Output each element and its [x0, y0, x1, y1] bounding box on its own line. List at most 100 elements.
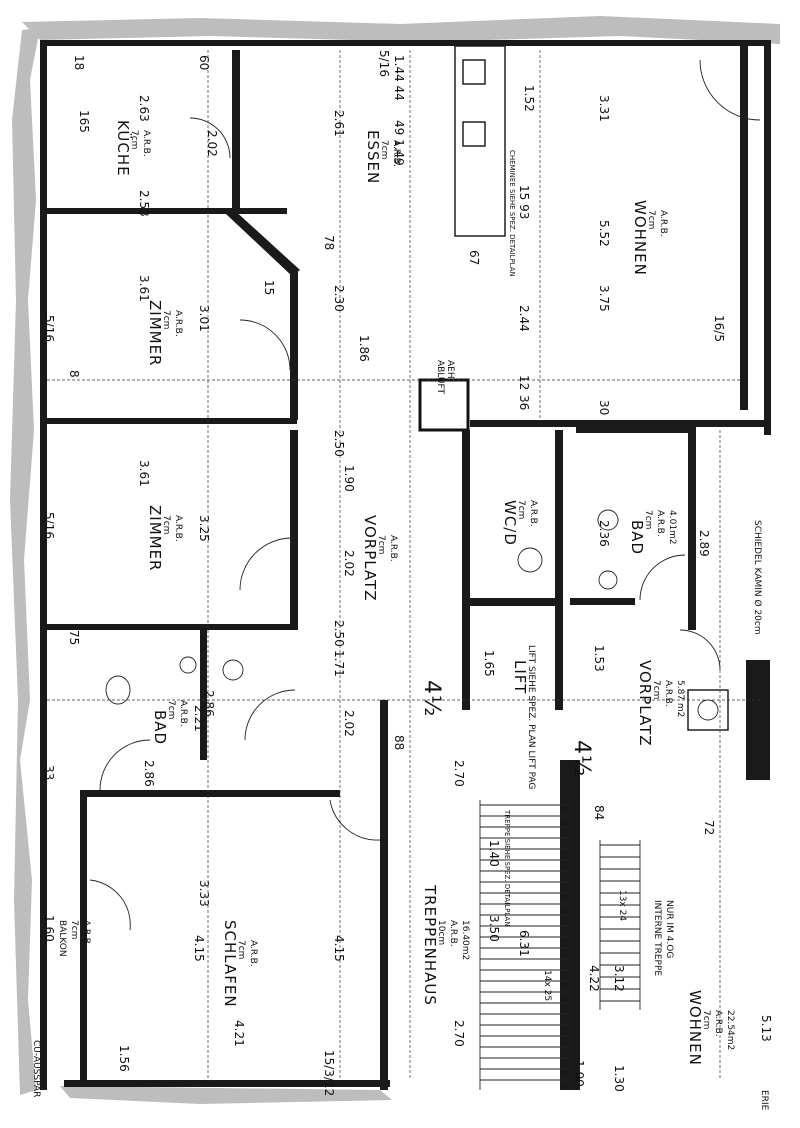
- dim-361b: 3.61: [137, 460, 151, 487]
- room-treppenhaus: TREPPENHAUS 10cm A.R.B. 16.40m2: [421, 884, 470, 1006]
- staircase: [479, 800, 641, 1090]
- dim-67: 67: [467, 250, 481, 265]
- erie-label: ERIE: [759, 1090, 769, 1111]
- dim-156: 1.56: [117, 1045, 131, 1072]
- room-name: WOHNEN: [686, 990, 704, 1066]
- room-name: VORPLATZ: [636, 660, 654, 747]
- dim-202b: 2.02: [342, 550, 356, 577]
- steps-text: 14x 25: [542, 970, 552, 1001]
- room-name: ZIMMER: [146, 505, 164, 571]
- kamin-flue: [697, 699, 719, 721]
- door-swing-zimmer1: [239, 319, 291, 371]
- dim-270: 2.70: [452, 760, 466, 787]
- dim-244: 2.44: [517, 305, 531, 332]
- dim-415b: 4.15: [332, 935, 346, 962]
- treppe-label: TREPPE SIEHE SPEZ. DETAILPLAN: [503, 809, 511, 926]
- dim-152: 1.52: [522, 85, 536, 112]
- dim-165: 165: [77, 110, 91, 133]
- dim-552: 5.52: [597, 220, 611, 247]
- dim-516: 5/16: [42, 315, 56, 342]
- dim-202: 2.02: [205, 130, 219, 157]
- room-balkon: BALKON 7cm A.R.B.: [57, 920, 91, 957]
- dim-286: 2.86: [202, 690, 216, 717]
- cheminee-flue-1: [462, 59, 486, 85]
- wall-bottom-left: [64, 1080, 390, 1087]
- room-spec: A.R.B.: [81, 920, 91, 947]
- sink-bad-left: [179, 656, 197, 674]
- steps-count-1: 13x 24: [617, 890, 627, 921]
- dim-78: 78: [322, 235, 336, 250]
- dim-18: 18: [72, 55, 86, 70]
- dim-516c: 5/16: [377, 50, 391, 77]
- door-swing-bad-right: [639, 554, 686, 601]
- wall-vorplatz2-top: [570, 598, 635, 605]
- wall-schlafen-left: [80, 790, 87, 1080]
- room-spec: 7cm: [646, 210, 656, 229]
- cheminee-block: [454, 45, 506, 237]
- wall-schlafen-right: [380, 700, 388, 1090]
- dim-250b: 2.50: [332, 620, 346, 647]
- wall-bad-right: [688, 430, 696, 630]
- dim-516b: 5/16: [42, 512, 56, 539]
- half-text: 4½: [569, 740, 594, 777]
- room-zimmer-2: ZIMMER 7cm A.R.B.: [146, 505, 183, 571]
- room-name: VORPLATZ: [361, 515, 379, 602]
- wall-zimmer2-bottom: [47, 624, 297, 630]
- room-name: ESSEN: [364, 130, 382, 184]
- dim-15: 15: [262, 280, 276, 295]
- wall-kueche-essen: [232, 50, 240, 214]
- room-spec: 7cm: [69, 920, 79, 939]
- toilet-bad-left: [222, 659, 244, 681]
- room-spec: A.R.B.: [448, 920, 458, 947]
- dim-130: 1.30: [612, 1065, 626, 1092]
- schiedel-label: SCHIEDEL KAMIN Ø 20cm: [752, 520, 763, 635]
- room-essen: ESSEN 7cm A.R.B.: [364, 130, 401, 184]
- interne-treppe-text-2: NUR IM 4.OG: [664, 900, 674, 958]
- room-spec: 7cm: [643, 510, 653, 529]
- toilet-bad-right: [598, 570, 618, 590]
- wall-zimmer1-zimmer2: [47, 418, 297, 424]
- dim-253: 2.53: [137, 190, 151, 217]
- dimension-lines: [47, 50, 760, 1080]
- dim-30: 30: [597, 400, 611, 415]
- dim-149: 49 1.49: [392, 120, 406, 166]
- dim-75: 75: [67, 630, 81, 645]
- room-spec: 7cm: [516, 500, 526, 519]
- interne-treppe-label: INTERNE TREPPE NUR IM 4.OG: [652, 900, 674, 976]
- room-name: WC/D: [501, 500, 519, 546]
- half-floor-1: 4½: [419, 680, 444, 717]
- room-bad-left: BAD 7cm A.R.B.: [151, 700, 188, 745]
- aussparung-label: CU-AUSSPAR: [31, 1040, 41, 1097]
- room-wohnen-top: WOHNEN 7cm A.R.B.: [631, 200, 668, 276]
- dim-88: 88: [392, 735, 406, 750]
- dim-261: 2.61: [332, 110, 346, 137]
- wall-bad-left: [200, 630, 207, 760]
- wall-left: [40, 40, 47, 1090]
- dim-236: 2.36: [597, 520, 611, 547]
- steps-text: 13x 24: [617, 890, 627, 921]
- dim-250: 2.50: [332, 430, 346, 457]
- interne-treppe-text: INTERNE TREPPE: [652, 900, 662, 976]
- door-swing-balkon: [89, 879, 131, 931]
- half-text: 4½: [419, 680, 444, 717]
- wall-zimmer2-right: [290, 430, 298, 630]
- dim-312: 3.12: [612, 965, 626, 992]
- dim-84: 84: [592, 805, 606, 820]
- dim-93: 15 93: [517, 185, 531, 219]
- dim-36: 36: [517, 395, 531, 410]
- room-spec: 7cm: [651, 680, 661, 699]
- torn-edge-bottom: [60, 1086, 392, 1104]
- room-vorplatz-2: VORPLATZ 7cm A.R.B. 5.87 m2: [636, 660, 685, 747]
- room-vorplatz-1: VORPLATZ 7cm A.R.B.: [361, 515, 398, 602]
- dim-350: 3.50: [487, 915, 501, 942]
- room-spec: 7cm: [166, 700, 176, 719]
- room-area: 16.40m2: [460, 920, 470, 960]
- dim-415: 4.15: [192, 935, 206, 962]
- door-swing-vorplatz: [244, 689, 296, 741]
- dim-100: 1.00: [572, 1060, 586, 1087]
- dim-166: 16/5: [712, 315, 726, 342]
- wall-wc-left: [462, 430, 470, 710]
- treppe-text: TREPPE SIEHE SPEZ. DETAILPLAN: [503, 809, 511, 926]
- torn-edge-top: [22, 16, 780, 44]
- wall-zimmer1-right: [290, 270, 298, 420]
